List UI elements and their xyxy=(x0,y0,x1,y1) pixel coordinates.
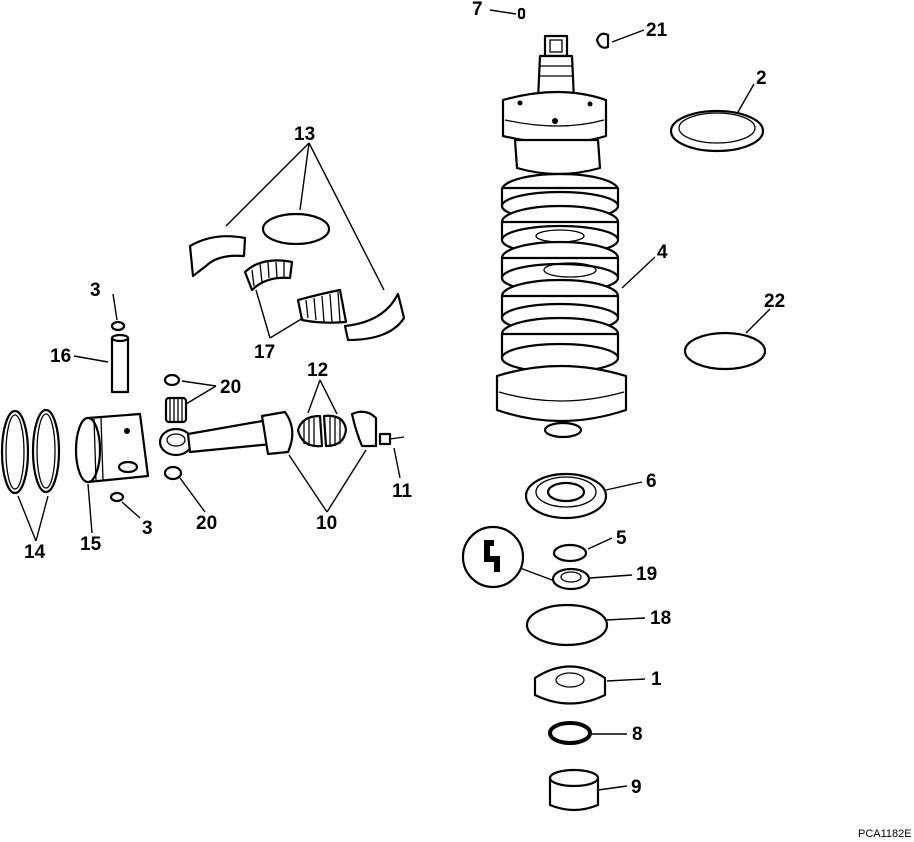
callout-15: 15 xyxy=(80,534,102,555)
callout-14: 14 xyxy=(24,542,46,563)
callout-3-upper: 3 xyxy=(90,280,101,301)
retainer-3-lower xyxy=(109,491,125,503)
callout-12: 12 xyxy=(307,360,328,381)
figure-code: PCA1182E xyxy=(858,828,912,840)
callout-4: 4 xyxy=(657,242,668,263)
rod-bolt-11 xyxy=(378,432,405,446)
rod-cap xyxy=(350,410,378,448)
piston-rings-14 xyxy=(0,408,61,495)
needle-bearing xyxy=(164,396,188,424)
o-ring-22 xyxy=(683,331,767,371)
thrust-washer-20-upper xyxy=(163,373,181,387)
seal-8 xyxy=(548,721,592,745)
seal-ring-2 xyxy=(669,109,765,153)
o-ring-18 xyxy=(525,603,609,647)
leader-lines xyxy=(17,9,771,791)
callout-20-lower: 20 xyxy=(196,513,217,534)
callout-22: 22 xyxy=(764,291,785,312)
seal-detail-inset xyxy=(461,525,525,589)
callout-18: 18 xyxy=(650,608,671,629)
needle-bearing-17 xyxy=(243,259,348,324)
callout-6: 6 xyxy=(646,471,657,492)
callout-20-upper: 20 xyxy=(220,377,241,398)
wrist-pin-16 xyxy=(110,333,130,394)
callout-11: 11 xyxy=(392,481,413,502)
callout-9: 9 xyxy=(631,777,642,798)
callout-1: 1 xyxy=(651,669,662,690)
callout-13: 13 xyxy=(294,124,315,145)
thrust-washer-20-lower xyxy=(163,465,183,481)
ball-bearing-6 xyxy=(524,472,608,520)
sleeve-9 xyxy=(548,768,600,812)
woodruff-key-21 xyxy=(595,32,610,49)
callout-17: 17 xyxy=(254,342,275,363)
callout-2: 2 xyxy=(756,68,767,89)
crankshaft xyxy=(495,34,628,439)
piston-15 xyxy=(74,412,150,484)
callout-3-lower: 3 xyxy=(142,518,153,539)
seal-19 xyxy=(551,567,591,591)
pin-7 xyxy=(517,7,526,20)
callout-21: 21 xyxy=(646,20,668,41)
main-bearing-13 xyxy=(188,212,406,342)
callout-16: 16 xyxy=(50,346,71,367)
callout-7: 7 xyxy=(472,0,483,20)
callout-labels: 7 21 2 13 4 3 22 17 16 12 20 6 11 20 10 … xyxy=(24,0,912,840)
callout-5: 5 xyxy=(616,528,627,549)
callout-10: 10 xyxy=(316,513,337,534)
callout-8: 8 xyxy=(632,724,643,745)
rod-bearing-12 xyxy=(296,414,348,448)
retainer-3-upper xyxy=(110,320,126,332)
callout-19: 19 xyxy=(636,564,657,585)
retaining-ring-5 xyxy=(552,543,588,563)
bearing-retainer-1 xyxy=(533,665,607,705)
connecting-rod-10 xyxy=(158,410,294,457)
